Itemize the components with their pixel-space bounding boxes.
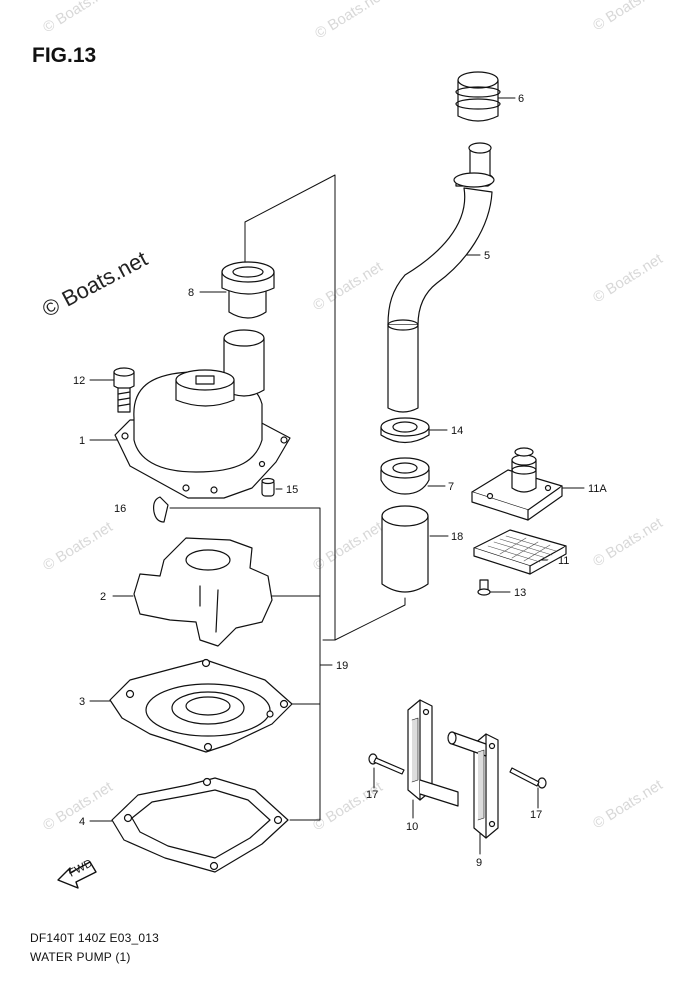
screw-part-17-left <box>368 753 405 775</box>
screen-part-11 <box>473 529 567 575</box>
water-tube-part-5 <box>387 142 495 413</box>
callout-13: 13 <box>514 587 526 599</box>
gasket-part-4 <box>111 777 289 873</box>
callout-11a: 11A <box>588 483 607 495</box>
callout-4: 4 <box>79 816 85 828</box>
bolt-part-12 <box>113 367 135 413</box>
callout-14: 14 <box>451 425 463 437</box>
impeller-part-2 <box>133 537 273 647</box>
callout-labels: 1 2 3 4 5 6 7 8 9 10 11 11A 12 13 14 15 … <box>73 93 607 869</box>
callout-6: 6 <box>518 93 524 105</box>
callout-16: 16 <box>114 503 126 515</box>
plate-part-3 <box>109 658 293 753</box>
callout-2: 2 <box>100 591 106 603</box>
callout-10: 10 <box>406 821 418 833</box>
seal-part-14 <box>380 417 430 444</box>
figure-title: FIG.13 <box>32 44 97 67</box>
rubber-seal-part-7 <box>380 457 430 495</box>
model-code: DF140T 140Z E03_013 <box>30 931 159 945</box>
key-part-16 <box>153 496 169 523</box>
callout-1: 1 <box>79 435 85 447</box>
callout-5: 5 <box>484 250 490 262</box>
adapter-part-11a <box>471 447 563 521</box>
forward-arrow-icon <box>57 861 97 889</box>
collar-part-8 <box>221 261 275 319</box>
callout-17-right: 17 <box>530 809 542 821</box>
bracket-part-9 <box>447 731 499 839</box>
callout-9: 9 <box>476 857 482 869</box>
grommet-part-6 <box>455 71 501 122</box>
callout-18: 18 <box>451 531 463 543</box>
pin-part-15 <box>261 477 275 497</box>
bracket-part-10 <box>407 699 459 807</box>
screw-part-17-right <box>509 767 547 789</box>
pump-case-part-1 <box>114 329 291 499</box>
callout-12: 12 <box>73 375 85 387</box>
callout-8: 8 <box>188 287 194 299</box>
screw-part-13 <box>477 579 491 596</box>
callout-15: 15 <box>286 484 298 496</box>
section-name: WATER PUMP (1) <box>30 950 131 964</box>
callout-11: 11 <box>558 555 569 567</box>
callout-7: 7 <box>448 481 454 493</box>
callout-19: 19 <box>336 660 348 672</box>
callout-3: 3 <box>79 696 85 708</box>
callout-17-left: 17 <box>366 789 378 801</box>
leader-lines <box>89 97 585 855</box>
sleeve-part-18 <box>381 505 429 593</box>
